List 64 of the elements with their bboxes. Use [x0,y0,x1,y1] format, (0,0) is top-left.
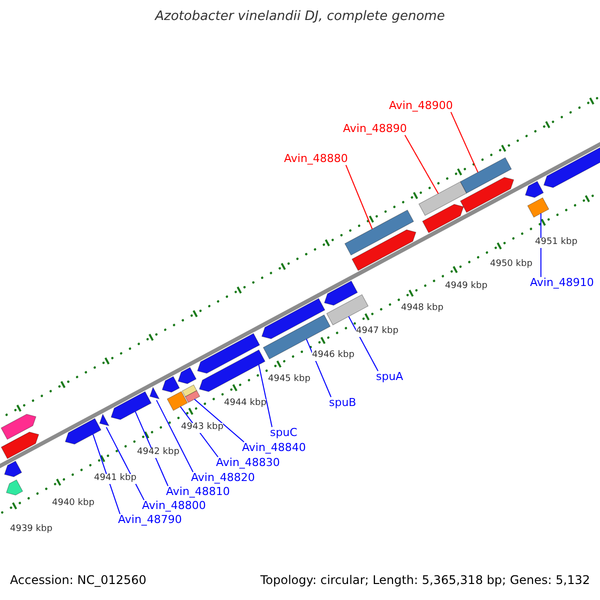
gene-label: Avin_48830 [216,457,280,470]
gene-bar [182,384,200,403]
gene-feature [150,387,160,400]
gene-feature [6,479,24,496]
leader-line [306,338,332,398]
genome-stats-text: Topology: circular; Length: 5,365,318 bp; Genes: 5,132 [260,574,590,588]
gene-feature [324,280,358,306]
position-label: 4942 kbp [137,448,180,458]
position-label: 4947 kbp [356,327,398,337]
gene-label: Avin_48900 [389,100,453,112]
position-label: 4951 kbp [535,238,578,248]
gene-feature [197,333,260,374]
leader-line [348,316,378,372]
gene-label: spuA [376,371,404,384]
gene-bar [460,157,512,194]
gene-bar [166,391,188,411]
gene-feature [524,180,544,198]
gene-feature [64,418,102,444]
gene-label: Avin_48840 [242,442,306,454]
position-label: 4946 kbp [312,351,354,361]
position-label: 4943 kbp [181,423,224,433]
position-label: 4950 kbp [490,260,532,270]
gene-feature [198,349,266,392]
leader-line [194,398,244,442]
leader-line [258,364,272,428]
accession-text: Accession: NC_012560 [10,574,146,588]
position-label: 4949 kbp [445,282,488,292]
gene-feature [422,204,464,234]
gene-label: Avin_48880 [284,153,348,166]
position-label: 4945 kbp [268,375,310,385]
position-label: 4939 kbp [10,525,52,535]
gene-bar [344,210,414,256]
leader-line [345,164,373,230]
gene-feature [178,367,197,384]
gene-label: Avin_48810 [166,486,230,498]
gene-label: Avin_48910 [530,277,594,290]
position-label: 4941 kbp [94,474,136,484]
gene-label: Avin_48790 [118,514,182,526]
gene-feature [460,177,514,213]
gene-label: Avin_48800 [142,500,206,512]
gene-feature [0,432,40,460]
gene-label: Avin_48890 [343,123,407,136]
position-label: 4944 kbp [224,399,266,409]
gene-bar [418,181,467,216]
gene-label: spuB [329,397,356,410]
gene-bar [326,294,369,326]
gene-feature [352,229,416,271]
leader-line [134,411,168,486]
title: Azotobacter vinelandii DJ, complete genome [154,10,446,24]
position-label: 4948 kbp [401,304,444,314]
position-label: 4940 kbp [52,499,94,509]
leader-line [450,112,478,173]
gene-bar [527,197,550,218]
gene-feature [110,391,152,420]
gene-feature [261,298,326,340]
leader-line [404,134,439,194]
gene-label: spuC [270,427,298,440]
leader-line [106,426,144,500]
gene-feature [0,414,36,440]
gene-feature [99,414,110,426]
leader-line [156,400,194,472]
gene-label: Avin_48820 [191,472,255,484]
leader-line [92,434,120,514]
gene-feature [162,376,180,393]
